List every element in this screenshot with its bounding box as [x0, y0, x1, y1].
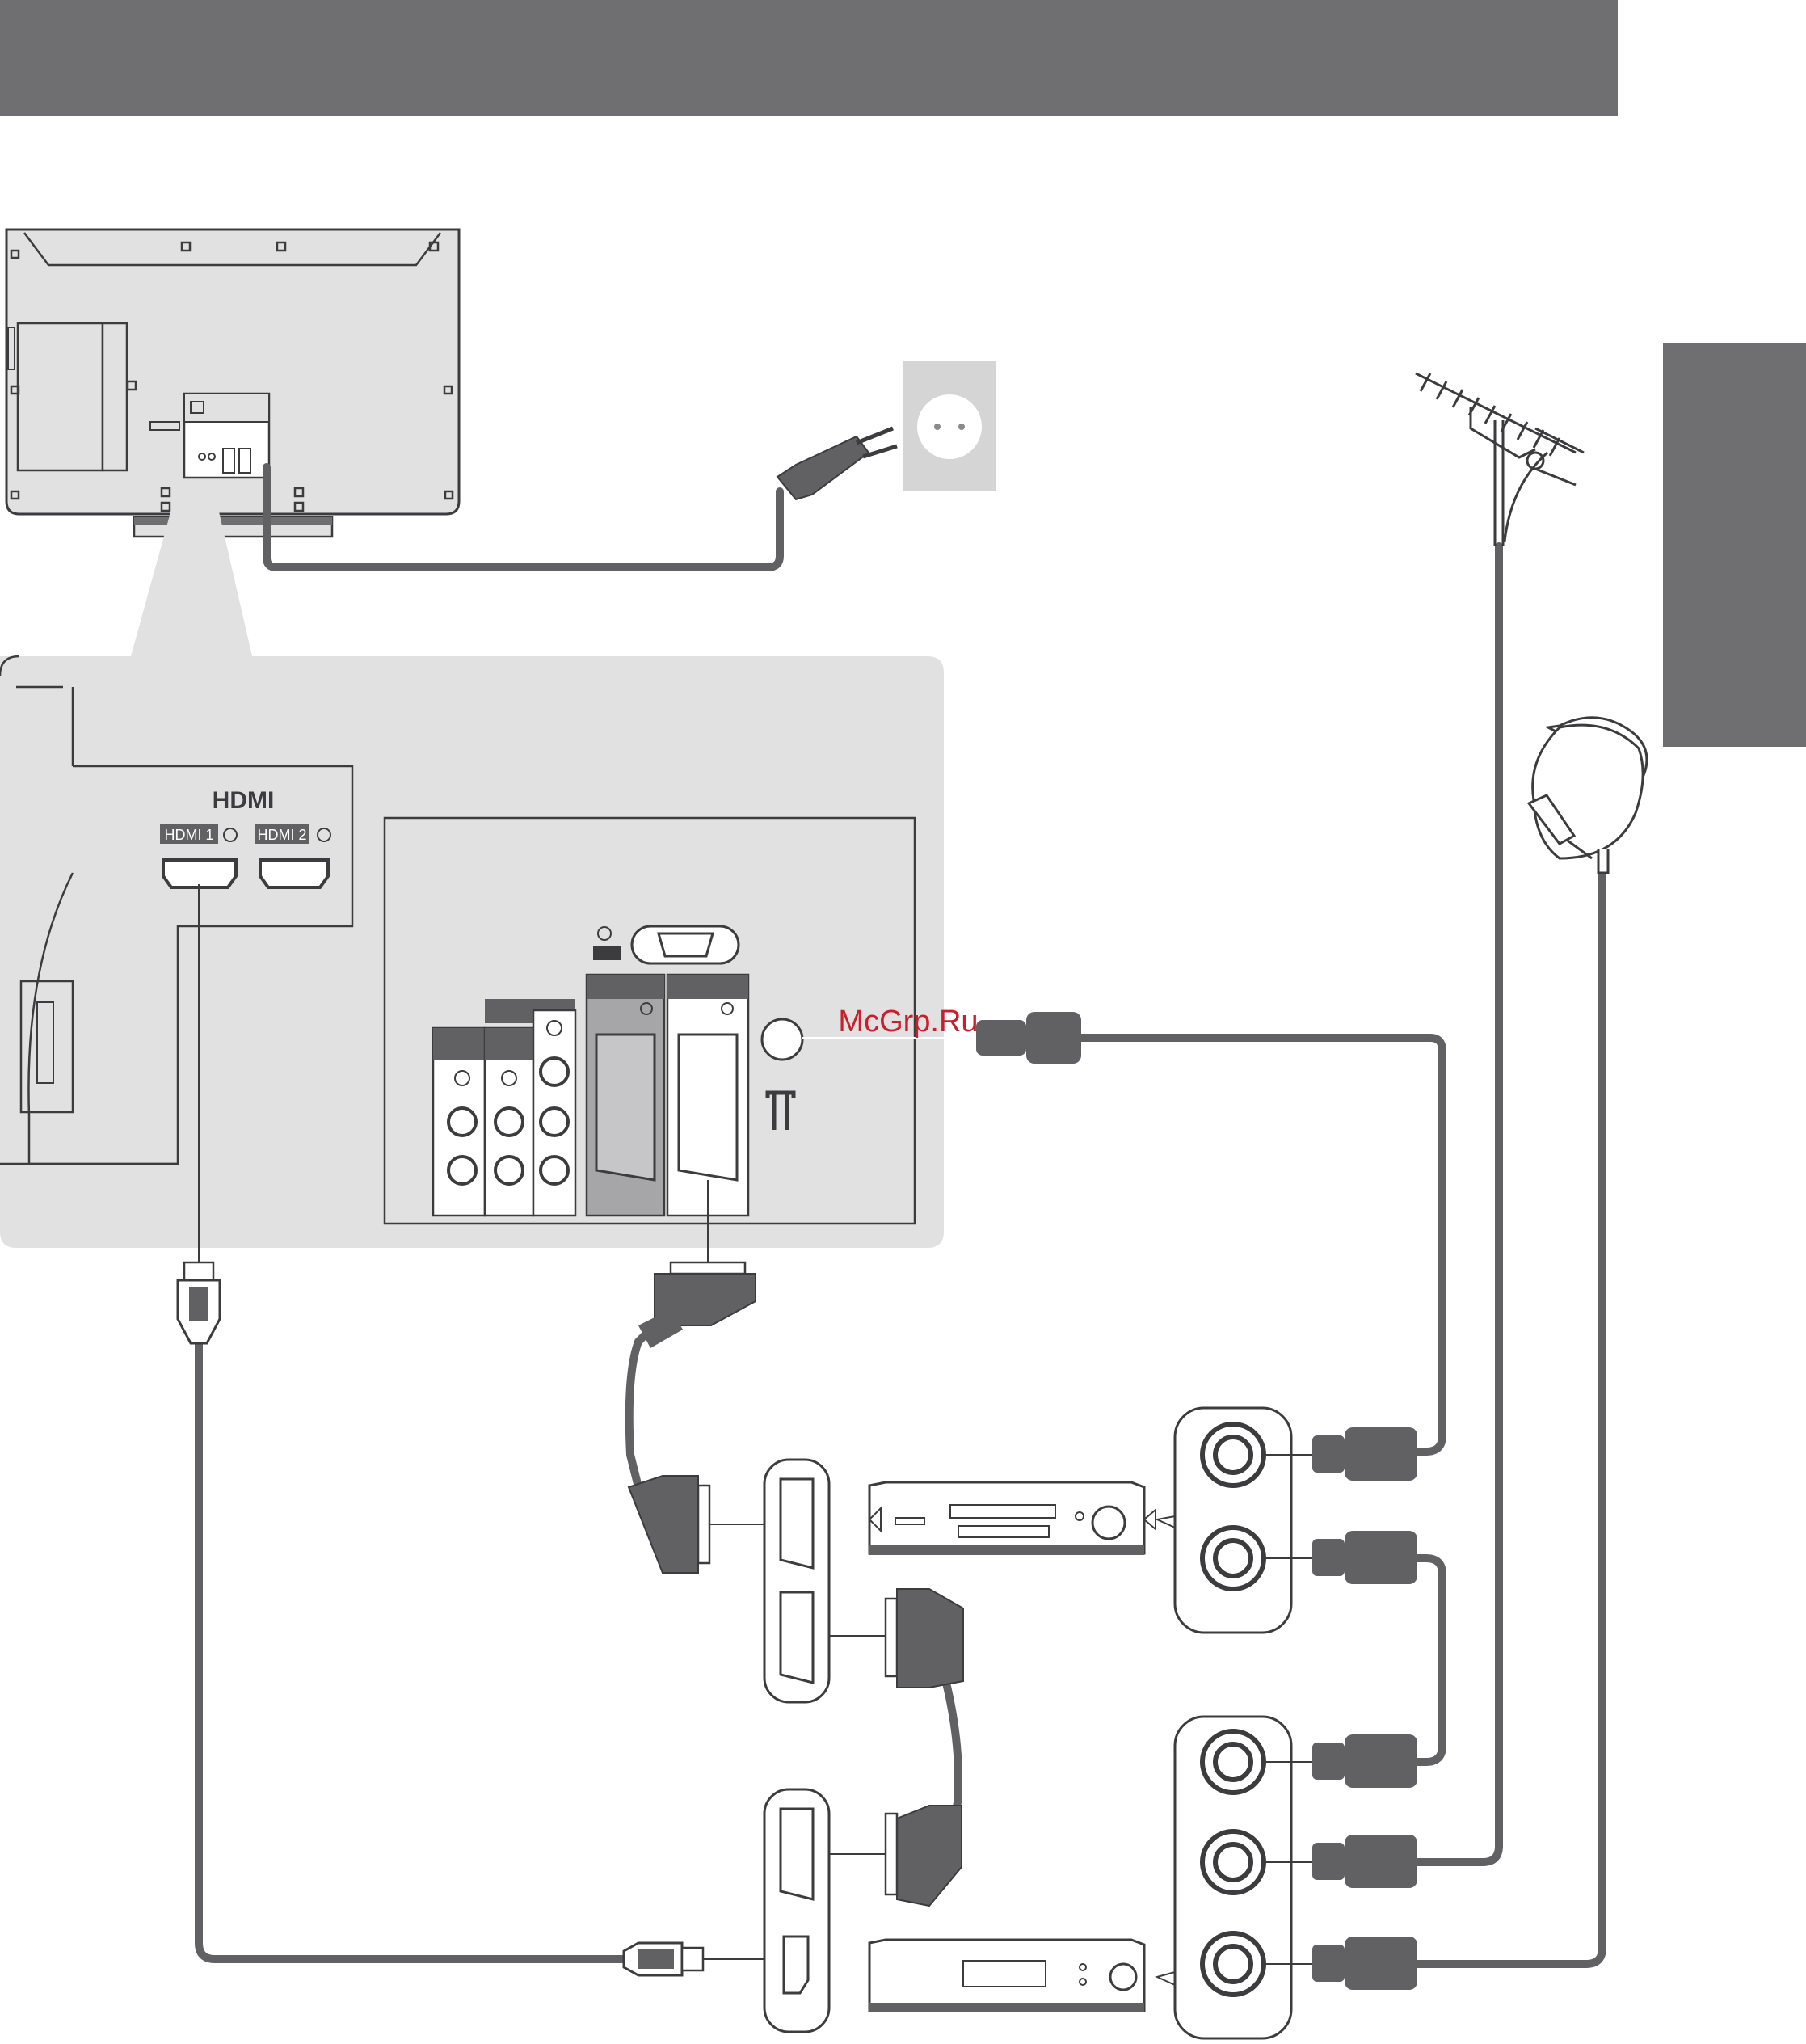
rf-cable-recorder-loop [1412, 1558, 1442, 1762]
scart-socket [781, 1592, 813, 1683]
rca-jack [448, 1108, 476, 1136]
settop-scart-panel [764, 1789, 829, 2032]
scart-socket [781, 1809, 813, 1899]
rca-jack [541, 1058, 568, 1085]
hdmi-logo: HDMI [213, 787, 275, 814]
settop-rf-panel [1175, 1717, 1291, 2038]
recorder-rf-panel [1175, 1408, 1291, 1633]
hdmi2-port [260, 860, 328, 887]
rca-jack [448, 1157, 476, 1184]
hdmi-socket [784, 1937, 808, 1993]
tv-rear-view [6, 230, 459, 537]
rca-jack [495, 1157, 523, 1184]
header-bar [0, 0, 1618, 116]
scart-plug-recorder [629, 1476, 709, 1573]
pc-vga-port [632, 926, 739, 963]
settop-box-device [869, 1940, 1144, 2012]
scart-av2 [587, 975, 664, 1216]
watermark: McGrp.Ru [838, 1005, 978, 1039]
side-tab [1663, 343, 1806, 747]
scart-cable-tv [629, 1325, 655, 1503]
hdmi2-label: HDMI 2 [257, 827, 306, 843]
rca-jack [541, 1157, 568, 1184]
hdmi-plug-tv [178, 1262, 220, 1343]
rf-aerial-terminal [762, 1019, 802, 1060]
satellite-dish-icon [1529, 718, 1647, 873]
hdmi1-label: HDMI 1 [164, 827, 213, 843]
rca-jack [541, 1108, 568, 1136]
scart-av1 [667, 975, 748, 1216]
mains-plug [777, 428, 897, 499]
av-terminals [433, 999, 575, 1216]
rf-cable-tv [1079, 1038, 1442, 1452]
scart-socket [781, 1479, 813, 1568]
scart-plug-recorder-out [886, 1589, 963, 1688]
aerial-antenna-icon [1416, 373, 1584, 546]
scart-plug-settop [886, 1806, 962, 1906]
scart-plug-tv [638, 1262, 756, 1348]
hdmi1-port [163, 860, 236, 887]
hdmi-cable [199, 1342, 624, 1959]
rca-jack [495, 1108, 523, 1136]
recorder-device [869, 1482, 1144, 1555]
aerial-cable [1416, 546, 1499, 1862]
hdmi-plug-device [624, 1943, 703, 1975]
wall-socket [903, 361, 996, 491]
recorder-scart-panel [764, 1460, 829, 1702]
